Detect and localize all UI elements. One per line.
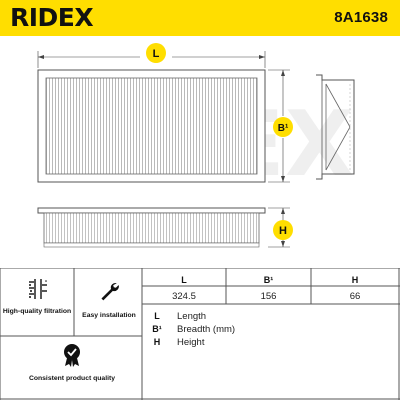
length-dimension — [37, 51, 266, 68]
part-number: 8A1638 — [334, 9, 388, 26]
breadth-marker-label: B¹ — [278, 123, 289, 134]
table-value-length: 324.5 — [172, 291, 196, 302]
wrench-icon — [101, 282, 119, 301]
brand-logo: RIDEX — [10, 3, 94, 32]
filtration-icon — [29, 279, 47, 299]
breadth-dimension — [268, 69, 290, 183]
table-header-length: L — [181, 275, 187, 285]
table-header-breadth: B¹ — [263, 275, 274, 285]
height-marker-label: H — [279, 225, 287, 237]
filter-top-view — [37, 69, 266, 183]
table-header-height: H — [351, 275, 359, 285]
table-value-height: 66 — [349, 291, 361, 302]
legend-key-height: H — [153, 337, 161, 347]
filter-front-view — [37, 207, 266, 248]
legend-key-length: L — [154, 311, 160, 321]
filter-technical-drawing: RIDEX L B¹ — [37, 43, 355, 248]
feature-label-filtration: High-quality filtration — [2, 308, 72, 315]
header-bar: RIDEX 8A1638 — [0, 0, 400, 36]
table-value-breadth: 156 — [260, 291, 277, 302]
length-marker-label: L — [153, 48, 160, 60]
feature-label-quality: Consistent product quality — [28, 375, 116, 382]
feature-label-installation: Easy installation — [82, 312, 136, 319]
legend-text-height: Height — [177, 337, 205, 348]
length-marker: L — [146, 43, 166, 63]
quality-badge-icon — [64, 344, 80, 367]
legend-text-length: Length — [177, 311, 207, 322]
legend-text-breadth: Breadth (mm) — [177, 324, 236, 335]
filter-side-profile — [316, 74, 355, 180]
height-marker: H — [273, 220, 293, 240]
legend-key-breadth: B¹ — [152, 324, 162, 334]
spec-table-grid — [0, 268, 400, 400]
breadth-marker: B¹ — [273, 117, 293, 137]
